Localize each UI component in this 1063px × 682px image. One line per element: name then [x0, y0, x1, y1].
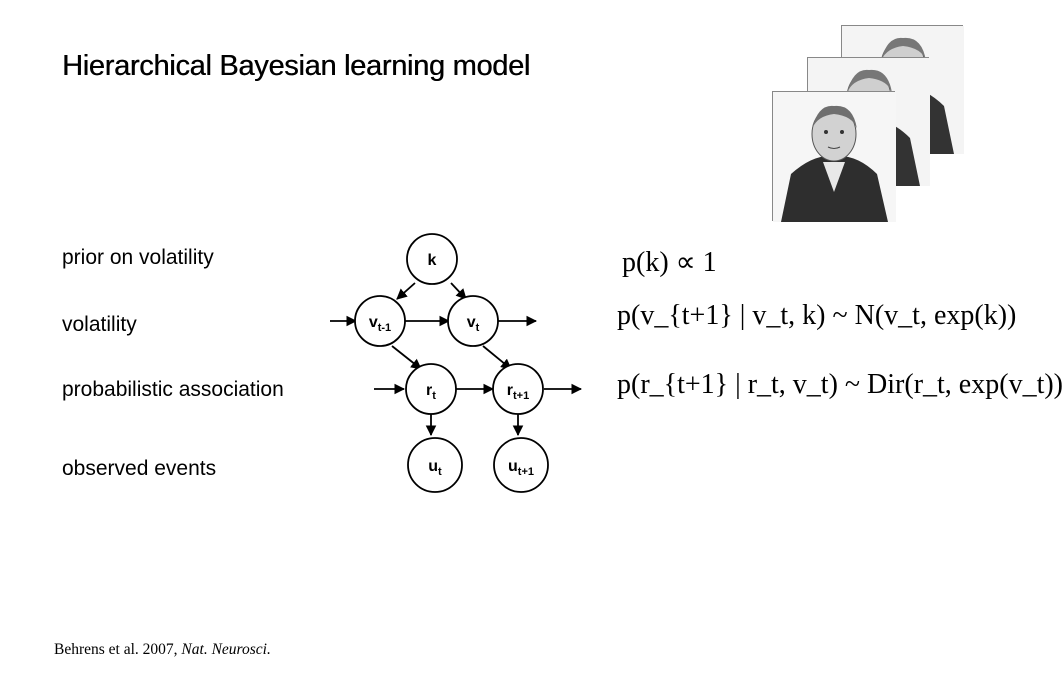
svg-text:rt+1: rt+1	[507, 382, 529, 402]
svg-text:ut+1: ut+1	[508, 458, 534, 478]
portrait-icon	[772, 91, 896, 222]
node-v-t: vt	[447, 295, 499, 347]
node-r-t-sub: t	[432, 390, 436, 402]
citation-authors: Behrens et al. 2007,	[54, 641, 182, 658]
node-r-next-main: r	[507, 382, 513, 399]
node-v-t-sub: t	[476, 322, 480, 334]
node-v-t-main: v	[467, 314, 476, 331]
label-prior-on-volatility: prior on volatility	[62, 246, 214, 269]
citation-journal: Nat. Neurosci.	[181, 641, 271, 658]
edge-k-to-vprev	[396, 282, 416, 300]
node-u-t-main: u	[428, 458, 438, 475]
node-u-t-sub: t	[438, 466, 442, 478]
node-u-next-sub: t+1	[518, 466, 534, 478]
node-u-next-main: u	[508, 458, 518, 475]
graphical-model-diagram: k vt-1 vt rt rt+1 ut ut+1	[330, 233, 583, 493]
edge-vt-to-rnext	[482, 345, 512, 370]
label-volatility: volatility	[62, 313, 137, 336]
svg-text:vt: vt	[467, 314, 480, 334]
citation: Behrens et al. 2007, Nat. Neurosci.	[54, 641, 271, 659]
equation-volatility: p(v_{t+1} | v_t, k) ~ N(v_t, exp(k))	[617, 300, 1017, 331]
node-v-prev: vt-1	[354, 295, 406, 347]
edge-k-to-vt	[450, 282, 467, 300]
svg-text:ut: ut	[428, 458, 442, 478]
slide-title: Hierarchical Bayesian learning model	[62, 50, 530, 82]
equation-association: p(r_{t+1} | r_t, v_t) ~ Dir(r_t, exp(v_t…	[617, 369, 1063, 400]
edge-vprev-to-rt	[391, 345, 422, 370]
node-u-next: ut+1	[493, 437, 549, 493]
node-r-next-sub: t+1	[513, 390, 529, 402]
label-observed-events: observed events	[62, 457, 217, 480]
svg-text:vt-1: vt-1	[369, 314, 391, 334]
node-r-next: rt+1	[492, 363, 544, 415]
label-probabilistic-association: probabilistic association	[62, 378, 284, 401]
equation-prior: p(k) ∝ 1	[622, 247, 717, 278]
svg-text:rt: rt	[426, 382, 436, 402]
node-r-t-main: r	[426, 382, 432, 399]
node-k-label: k	[428, 252, 437, 269]
node-r-t: rt	[405, 363, 457, 415]
node-v-prev-sub: t-1	[378, 322, 391, 334]
node-u-t: ut	[407, 437, 463, 493]
node-v-prev-main: v	[369, 314, 378, 331]
node-k: k	[406, 233, 458, 285]
